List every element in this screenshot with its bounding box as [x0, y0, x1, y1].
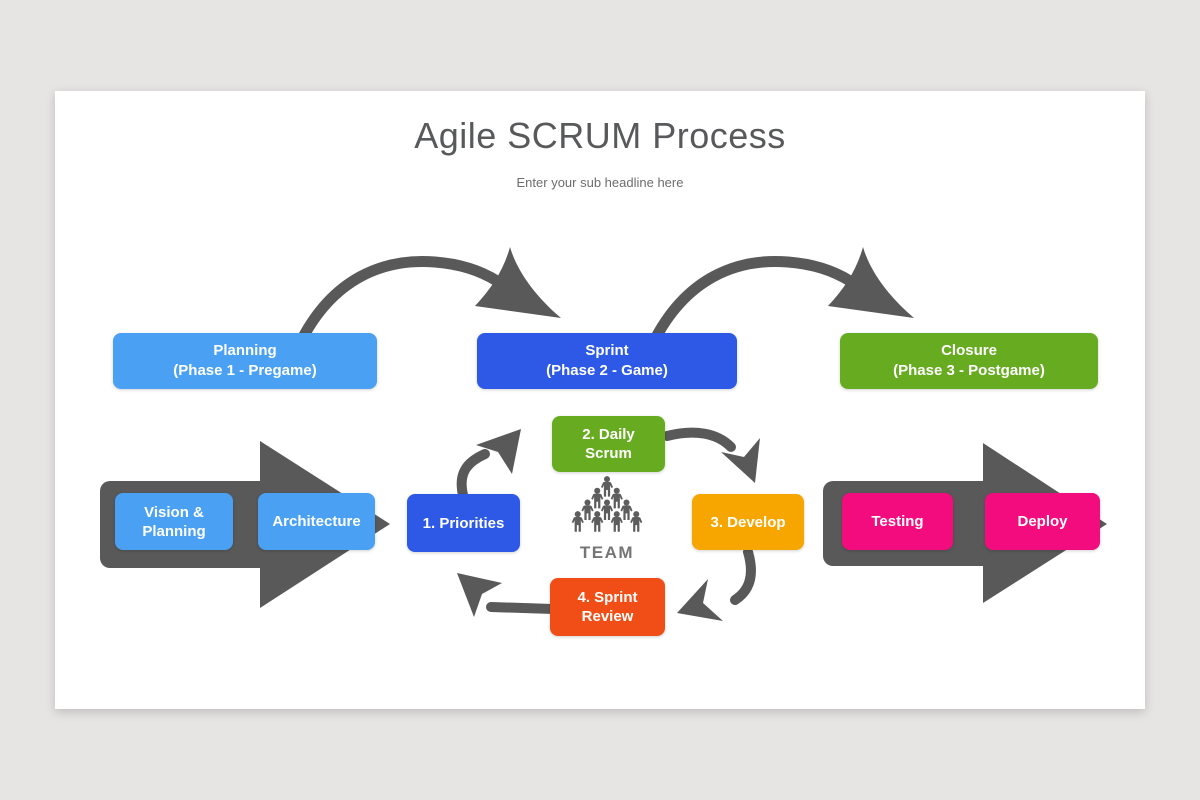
page-title: Agile SCRUM Process [414, 115, 786, 156]
cycle-box-develop: 3. Develop [692, 494, 804, 550]
page-subtitle: Enter your sub headline here [516, 175, 684, 190]
cycle-priorities-label: 1. Priorities [422, 514, 505, 532]
cycle-box-priorities: 1. Priorities [407, 494, 520, 552]
phase-planning-subtitle: (Phase 1 - Pregame) [173, 362, 317, 379]
phase-sprint-title: Sprint [585, 342, 629, 359]
cycle-box-sprint-review: 4. Sprint Review [550, 578, 665, 636]
team-group: TEAM [567, 475, 647, 563]
cycle-arrow-develop-to-sprintreview [677, 547, 756, 621]
cycle-box-daily-scrum: 2. Daily Scrum [552, 416, 665, 472]
cycle-sprint-review-line1: 4. Sprint [577, 589, 638, 606]
phase-box-closure: Closure (Phase 3 - Postgame) [840, 333, 1098, 389]
phase-sprint-subtitle: (Phase 2 - Game) [546, 362, 668, 379]
cycle-arrow-sprintreview-to-priorities [457, 573, 558, 617]
step-box-architecture: Architecture [258, 493, 375, 550]
sprint-to-closure-arrow [647, 247, 914, 349]
planning-to-sprint-arrow [294, 247, 561, 349]
step-testing-label: Testing [871, 513, 924, 530]
step-box-deploy: Deploy [985, 493, 1100, 550]
phase-planning-title: Planning [213, 342, 277, 359]
cycle-arrow-dailyscrum-to-develop [662, 427, 760, 483]
step-deploy-label: Deploy [1017, 513, 1068, 530]
team-people-icon [571, 476, 643, 532]
step-box-testing: Testing [842, 493, 953, 550]
step-vision-line1: Vision & [144, 503, 204, 521]
phase-box-planning: Planning (Phase 1 - Pregame) [113, 333, 377, 389]
cycle-daily-scrum-line1: 2. Daily [582, 426, 635, 443]
cycle-daily-scrum-line2: Scrum [585, 445, 632, 462]
step-architecture-label: Architecture [272, 513, 361, 530]
phase-closure-title: Closure [941, 342, 997, 359]
step-box-vision-planning: Vision & Planning [115, 493, 233, 550]
team-label: TEAM [579, 543, 635, 562]
cycle-sprint-review-line2: Review [581, 608, 634, 625]
phase-box-sprint: Sprint (Phase 2 - Game) [477, 333, 737, 389]
phase-closure-subtitle: (Phase 3 - Postgame) [893, 362, 1045, 379]
step-vision-line2: Planning [142, 522, 206, 540]
cycle-develop-label: 3. Develop [710, 513, 786, 531]
slide: Agile SCRUM Process Enter your sub headl… [55, 91, 1145, 709]
cycle-arrow-priorities-to-dailyscrum [456, 429, 521, 500]
